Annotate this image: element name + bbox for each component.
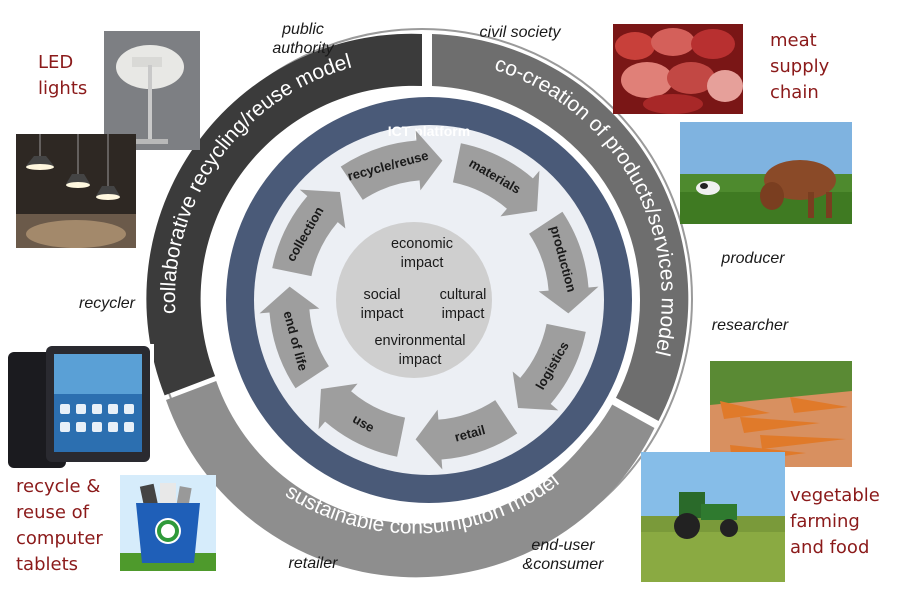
recycle-bin-icon bbox=[120, 475, 216, 571]
stakeholder-retailer: retailer bbox=[288, 555, 338, 572]
tablet-icon bbox=[8, 346, 150, 468]
stakeholder-producer: producer bbox=[721, 250, 785, 267]
end-user-line-2: &consumer bbox=[522, 556, 604, 573]
cycle-step-use: use bbox=[318, 383, 406, 457]
caption-led-line-2: lights bbox=[38, 78, 88, 99]
band-consumption bbox=[166, 381, 655, 578]
caption-meat-supply-chain: meat supply chain bbox=[770, 28, 829, 106]
band-recycling bbox=[146, 33, 422, 396]
arrow-icon bbox=[318, 383, 406, 457]
meat-icon bbox=[613, 24, 743, 114]
pendant-lights-photo bbox=[16, 134, 136, 248]
caption-meat-line-3: chain bbox=[770, 82, 819, 103]
ict-platform-label: ICT platform bbox=[388, 123, 470, 139]
meat-photo bbox=[613, 24, 743, 114]
stakeholder-end-user-consumer: end-user &consumer bbox=[508, 536, 618, 574]
arrow-icon bbox=[415, 400, 518, 470]
caption-vegetable-farming: vegetable farming and food bbox=[790, 483, 880, 561]
cycle-step-production: production bbox=[529, 211, 599, 314]
environmental-impact-label: environmental bbox=[374, 333, 465, 349]
caption-tablets-line-3: computer bbox=[16, 528, 103, 549]
lamp-photo bbox=[104, 31, 200, 150]
caption-led-lights: LED lights bbox=[38, 50, 87, 102]
cultural-impact-label: cultural bbox=[440, 287, 487, 303]
cycle-step-end-of-life: end of life bbox=[259, 286, 329, 389]
pendant-lights-icon bbox=[16, 134, 136, 248]
recycle-bin-photo bbox=[120, 475, 216, 571]
arrow-icon bbox=[259, 286, 329, 389]
cycle-step-retail: retail bbox=[415, 400, 518, 470]
tablet-photo bbox=[6, 344, 154, 470]
band-cocreation bbox=[432, 34, 689, 421]
caption-led-line-1: LED bbox=[38, 52, 74, 73]
economic-impact-label: economic bbox=[391, 236, 453, 252]
arrow-icon bbox=[452, 143, 540, 217]
caption-veg-line-3: and food bbox=[790, 537, 870, 558]
caption-tablets-line-1: recycle & bbox=[16, 476, 101, 497]
cow-icon bbox=[680, 122, 852, 224]
stakeholder-civil-society: civil society bbox=[479, 24, 561, 41]
tractor-field-photo bbox=[641, 452, 785, 582]
stakeholder-public-authority: public authority bbox=[258, 20, 348, 58]
caption-veg-line-1: vegetable bbox=[790, 485, 880, 506]
lamp-icon bbox=[104, 31, 200, 150]
arrow-icon bbox=[529, 211, 599, 314]
caption-tablets-line-4: tablets bbox=[16, 554, 79, 575]
caption-meat-line-1: meat bbox=[770, 30, 817, 51]
social-impact-label-2: impact bbox=[361, 306, 404, 322]
stakeholder-researcher: researcher bbox=[711, 317, 789, 334]
caption-recycle-tablets: recycle & reuse of computer tablets bbox=[16, 474, 103, 578]
arrow-icon bbox=[340, 130, 443, 200]
caption-veg-line-2: farming bbox=[790, 511, 860, 532]
public-authority-line-1: public bbox=[282, 21, 324, 38]
social-impact-label: social bbox=[363, 287, 400, 303]
tractor-icon bbox=[641, 452, 785, 582]
public-authority-line-2: authority bbox=[272, 40, 334, 57]
stakeholder-recycler: recycler bbox=[78, 295, 135, 312]
arrow-icon bbox=[512, 323, 586, 411]
caption-tablets-line-2: reuse of bbox=[16, 502, 90, 523]
end-user-line-1: end-user bbox=[531, 537, 595, 554]
cow-pasture-photo bbox=[680, 122, 852, 224]
environmental-impact-label-2: impact bbox=[399, 352, 442, 368]
economic-impact-label-2: impact bbox=[401, 255, 444, 271]
caption-meat-line-2: supply bbox=[770, 56, 830, 77]
impact-core bbox=[336, 222, 492, 378]
cultural-impact-label-2: impact bbox=[442, 306, 485, 322]
arrow-icon bbox=[272, 189, 346, 277]
